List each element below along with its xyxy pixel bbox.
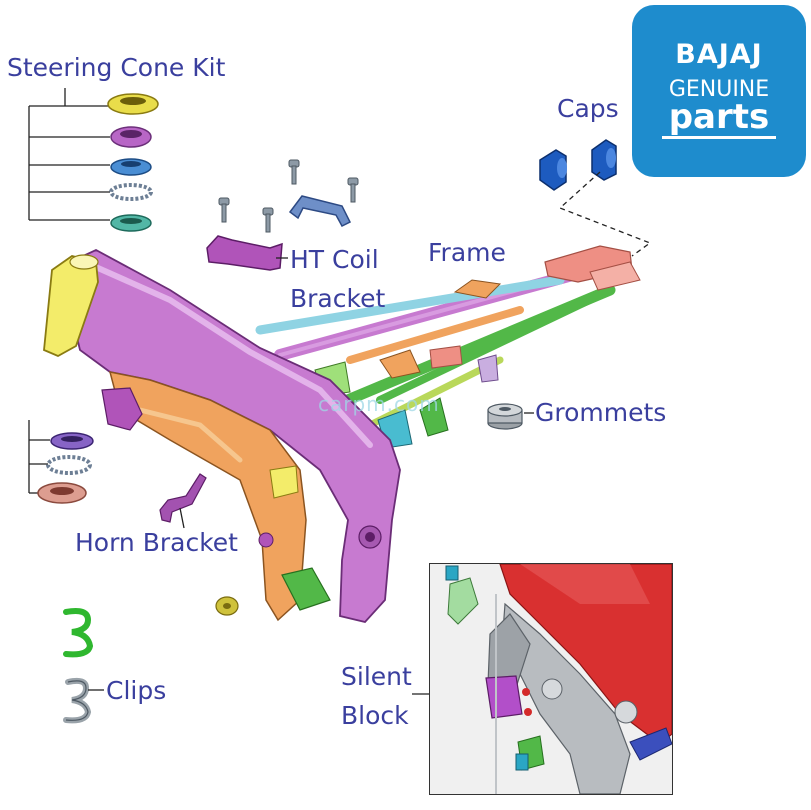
- label-silent-block-line1: Silent: [341, 662, 412, 691]
- label-steering-cone-kit: Steering Cone Kit: [7, 53, 226, 82]
- bush-part: [215, 596, 239, 616]
- steering-cone-kit-leader-lines: [28, 88, 110, 494]
- bajaj-genuine-parts-logo: BAJAJ GENUINE parts: [632, 5, 806, 177]
- ht-coil-brackets: [206, 195, 352, 271]
- silent-block-inset: [429, 563, 673, 795]
- label-caps: Caps: [557, 94, 619, 123]
- grommet-part: [487, 403, 534, 430]
- label-ht-coil-line2: Bracket: [290, 284, 386, 313]
- frame-lower-orange: [101, 371, 331, 622]
- steering-cone-rings: [37, 93, 159, 504]
- label-silent-block-line2: Block: [341, 701, 409, 730]
- watermark: carpm.com: [318, 392, 440, 416]
- label-horn-bracket: Horn Bracket: [75, 528, 238, 557]
- caps-parts: [539, 139, 652, 257]
- horn-bracket-part: [159, 473, 207, 529]
- bolts: [218, 159, 359, 233]
- steering-head-tube: [43, 254, 99, 358]
- logo-genuine: GENUINE: [668, 77, 770, 102]
- label-clips: Clips: [106, 676, 167, 705]
- clips-parts: [63, 608, 104, 724]
- silent-block-inset-drawing: [430, 564, 672, 794]
- frame-rear-ends: [544, 245, 641, 291]
- label-ht-coil-line1: HT Coil: [290, 245, 379, 274]
- logo-underline: [662, 136, 776, 139]
- logo-parts: parts: [668, 97, 770, 137]
- label-frame: Frame: [428, 238, 506, 267]
- logo-brand: BAJAJ: [675, 39, 763, 70]
- label-grommets: Grommets: [535, 398, 667, 427]
